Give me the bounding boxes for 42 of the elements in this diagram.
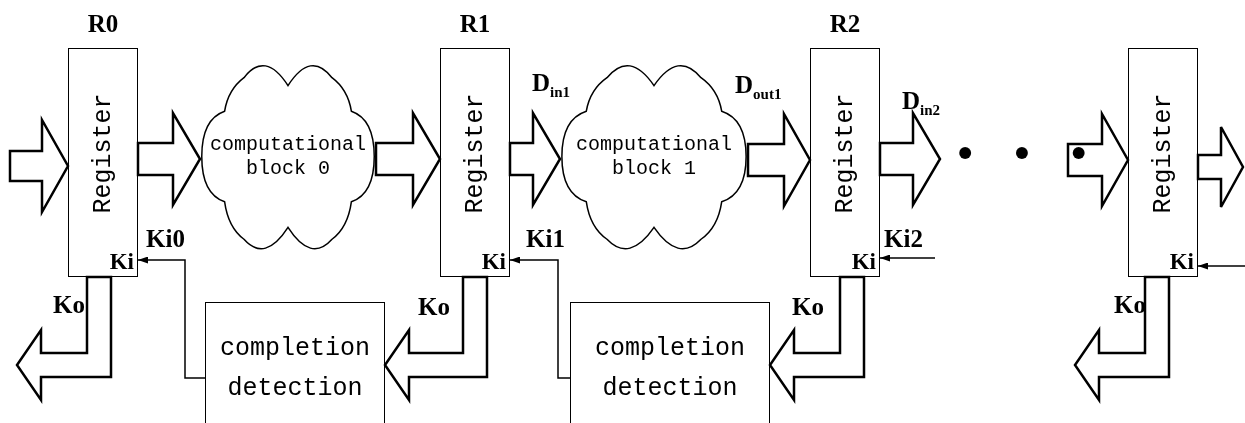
block-arrow bbox=[383, 275, 489, 405]
register-name: R0 bbox=[86, 10, 120, 38]
pin-label: Ki bbox=[481, 250, 506, 274]
edge-label: Ki1 bbox=[526, 226, 565, 252]
block-arrow bbox=[508, 108, 562, 210]
pin-label: Ki bbox=[109, 250, 134, 274]
pin-label: Ki bbox=[1169, 250, 1194, 274]
edge-label: D$_{out1}$ bbox=[735, 72, 782, 104]
block-arrow bbox=[374, 108, 442, 210]
edge-label: Ko bbox=[53, 292, 85, 318]
edge-label: Ki2 bbox=[884, 226, 923, 252]
block-arrow bbox=[878, 108, 942, 210]
register-name: R2 bbox=[828, 10, 862, 38]
detector-label: completion detection bbox=[594, 333, 746, 405]
register-name: R1 bbox=[458, 10, 492, 38]
register-label: Register bbox=[460, 92, 490, 213]
arrow bbox=[1197, 262, 1245, 270]
block-arrow bbox=[15, 275, 113, 405]
detector-label: completion detection bbox=[219, 333, 371, 405]
arrow bbox=[879, 254, 936, 262]
register-label: Register bbox=[88, 92, 118, 213]
block-label: computational block 0 bbox=[209, 132, 367, 181]
edge-label: Ko bbox=[1114, 292, 1146, 318]
edge-label: Ko bbox=[418, 294, 450, 320]
edge-label: D$_{in1}$ bbox=[532, 70, 571, 102]
block-arrow bbox=[1196, 125, 1245, 209]
arrow bbox=[137, 256, 206, 379]
block-arrow bbox=[136, 108, 202, 210]
block-arrow bbox=[746, 109, 812, 211]
block-arrow bbox=[1066, 109, 1130, 211]
pin-label: Ki bbox=[851, 250, 876, 274]
ellipsis: • • • bbox=[952, 134, 1095, 178]
register-label: Register bbox=[830, 92, 860, 213]
register-label: Register bbox=[1148, 92, 1178, 213]
edge-label: Ko bbox=[792, 294, 824, 320]
block-arrow bbox=[1073, 275, 1171, 405]
block-arrow bbox=[768, 275, 866, 405]
block-label: computational block 1 bbox=[575, 132, 733, 181]
edge-label: Ki0 bbox=[146, 226, 185, 252]
block-arrow bbox=[8, 115, 70, 217]
arrow bbox=[509, 256, 571, 379]
edge-label: D$_{in2}$ bbox=[902, 88, 941, 120]
